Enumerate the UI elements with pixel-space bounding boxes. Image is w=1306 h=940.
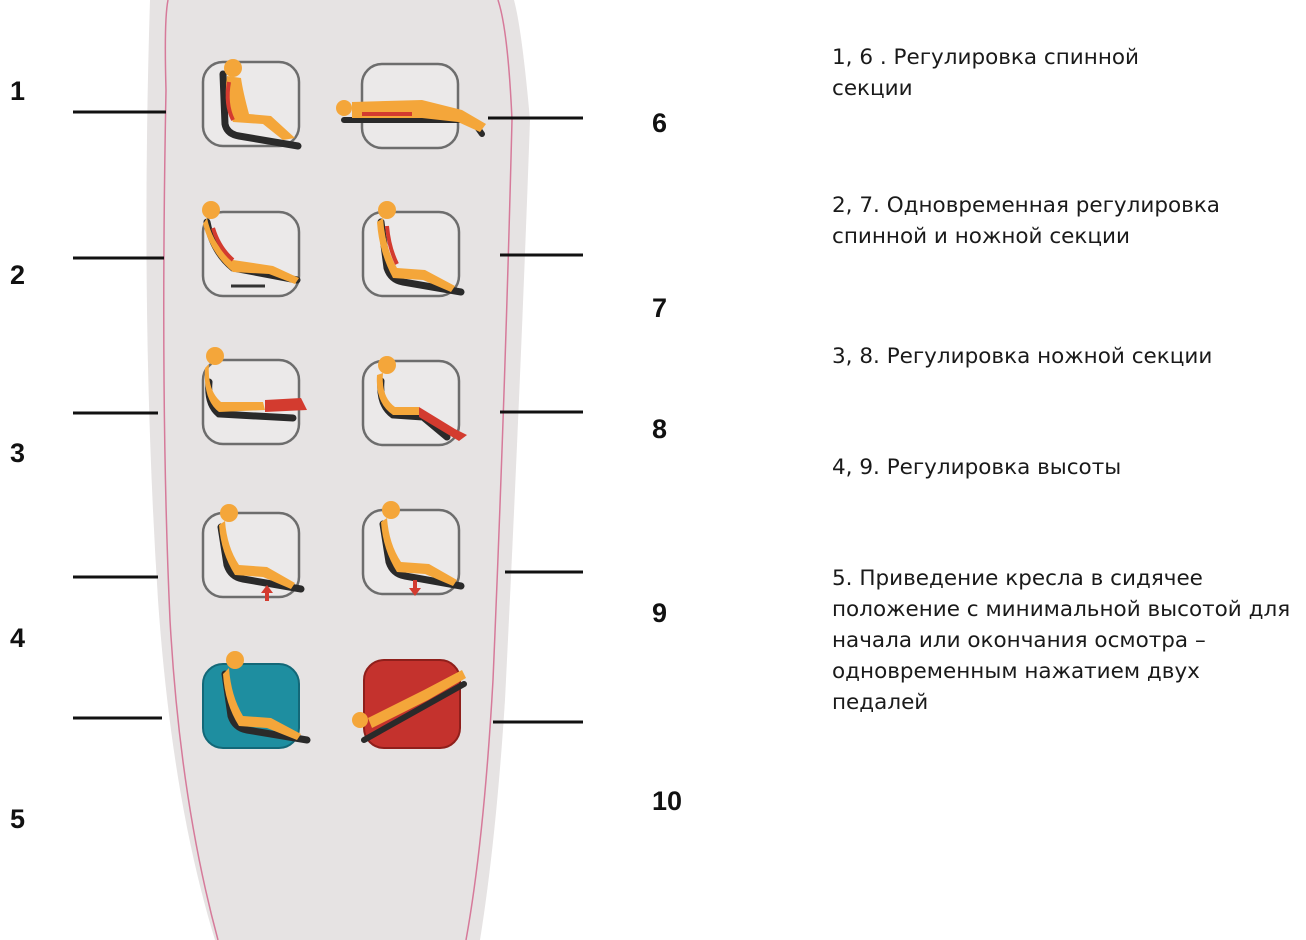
chair-back-and-leg-down-icon (202, 201, 301, 288)
chair-height-down-icon (379, 501, 465, 596)
remote-outline-stripe (163, 0, 513, 940)
button-10[interactable] (352, 659, 467, 749)
label-8: 8 (652, 414, 668, 444)
label-1: 1 (10, 76, 26, 106)
button-9[interactable] (361, 501, 465, 596)
button-1[interactable] (201, 59, 302, 150)
chair-back-and-leg-up-icon (377, 201, 465, 296)
chair-legrest-down-icon (376, 356, 467, 441)
remote-body (146, 0, 530, 940)
label-2: 2 (10, 260, 26, 290)
label-7: 7 (652, 293, 668, 323)
button-6[interactable] (336, 62, 486, 150)
button-2[interactable] (201, 201, 301, 298)
description-5: 5. Приведение кресла в сидячее положение… (832, 566, 1291, 715)
chair-legrest-up-icon (204, 347, 307, 422)
label-4: 4 (10, 623, 26, 653)
chair-sitting-position-icon (221, 651, 311, 744)
label-10: 10 (652, 786, 683, 816)
description-3-8: 3, 8. Регулировка ножной секции (832, 344, 1213, 369)
chair-flat-position-icon (352, 670, 467, 743)
label-6: 6 (652, 108, 668, 138)
chair-height-up-icon (217, 504, 305, 601)
button-5[interactable] (202, 651, 311, 749)
button-3[interactable] (201, 347, 307, 446)
label-3: 3 (10, 438, 26, 468)
button-4[interactable] (201, 504, 305, 601)
label-5: 5 (10, 804, 26, 834)
description-1-6: 1, 6 . Регулировка спинной секции (832, 45, 1140, 101)
description-2-7: 2, 7. Одновременная регулировка спинной … (832, 193, 1220, 249)
label-9: 9 (652, 598, 668, 628)
chair-backrest-down-icon (336, 100, 486, 137)
button-7[interactable] (361, 201, 465, 298)
description-4-9: 4, 9. Регулировка высоты (832, 455, 1122, 480)
chair-backrest-up-icon (219, 59, 302, 150)
button-8[interactable] (361, 356, 467, 447)
